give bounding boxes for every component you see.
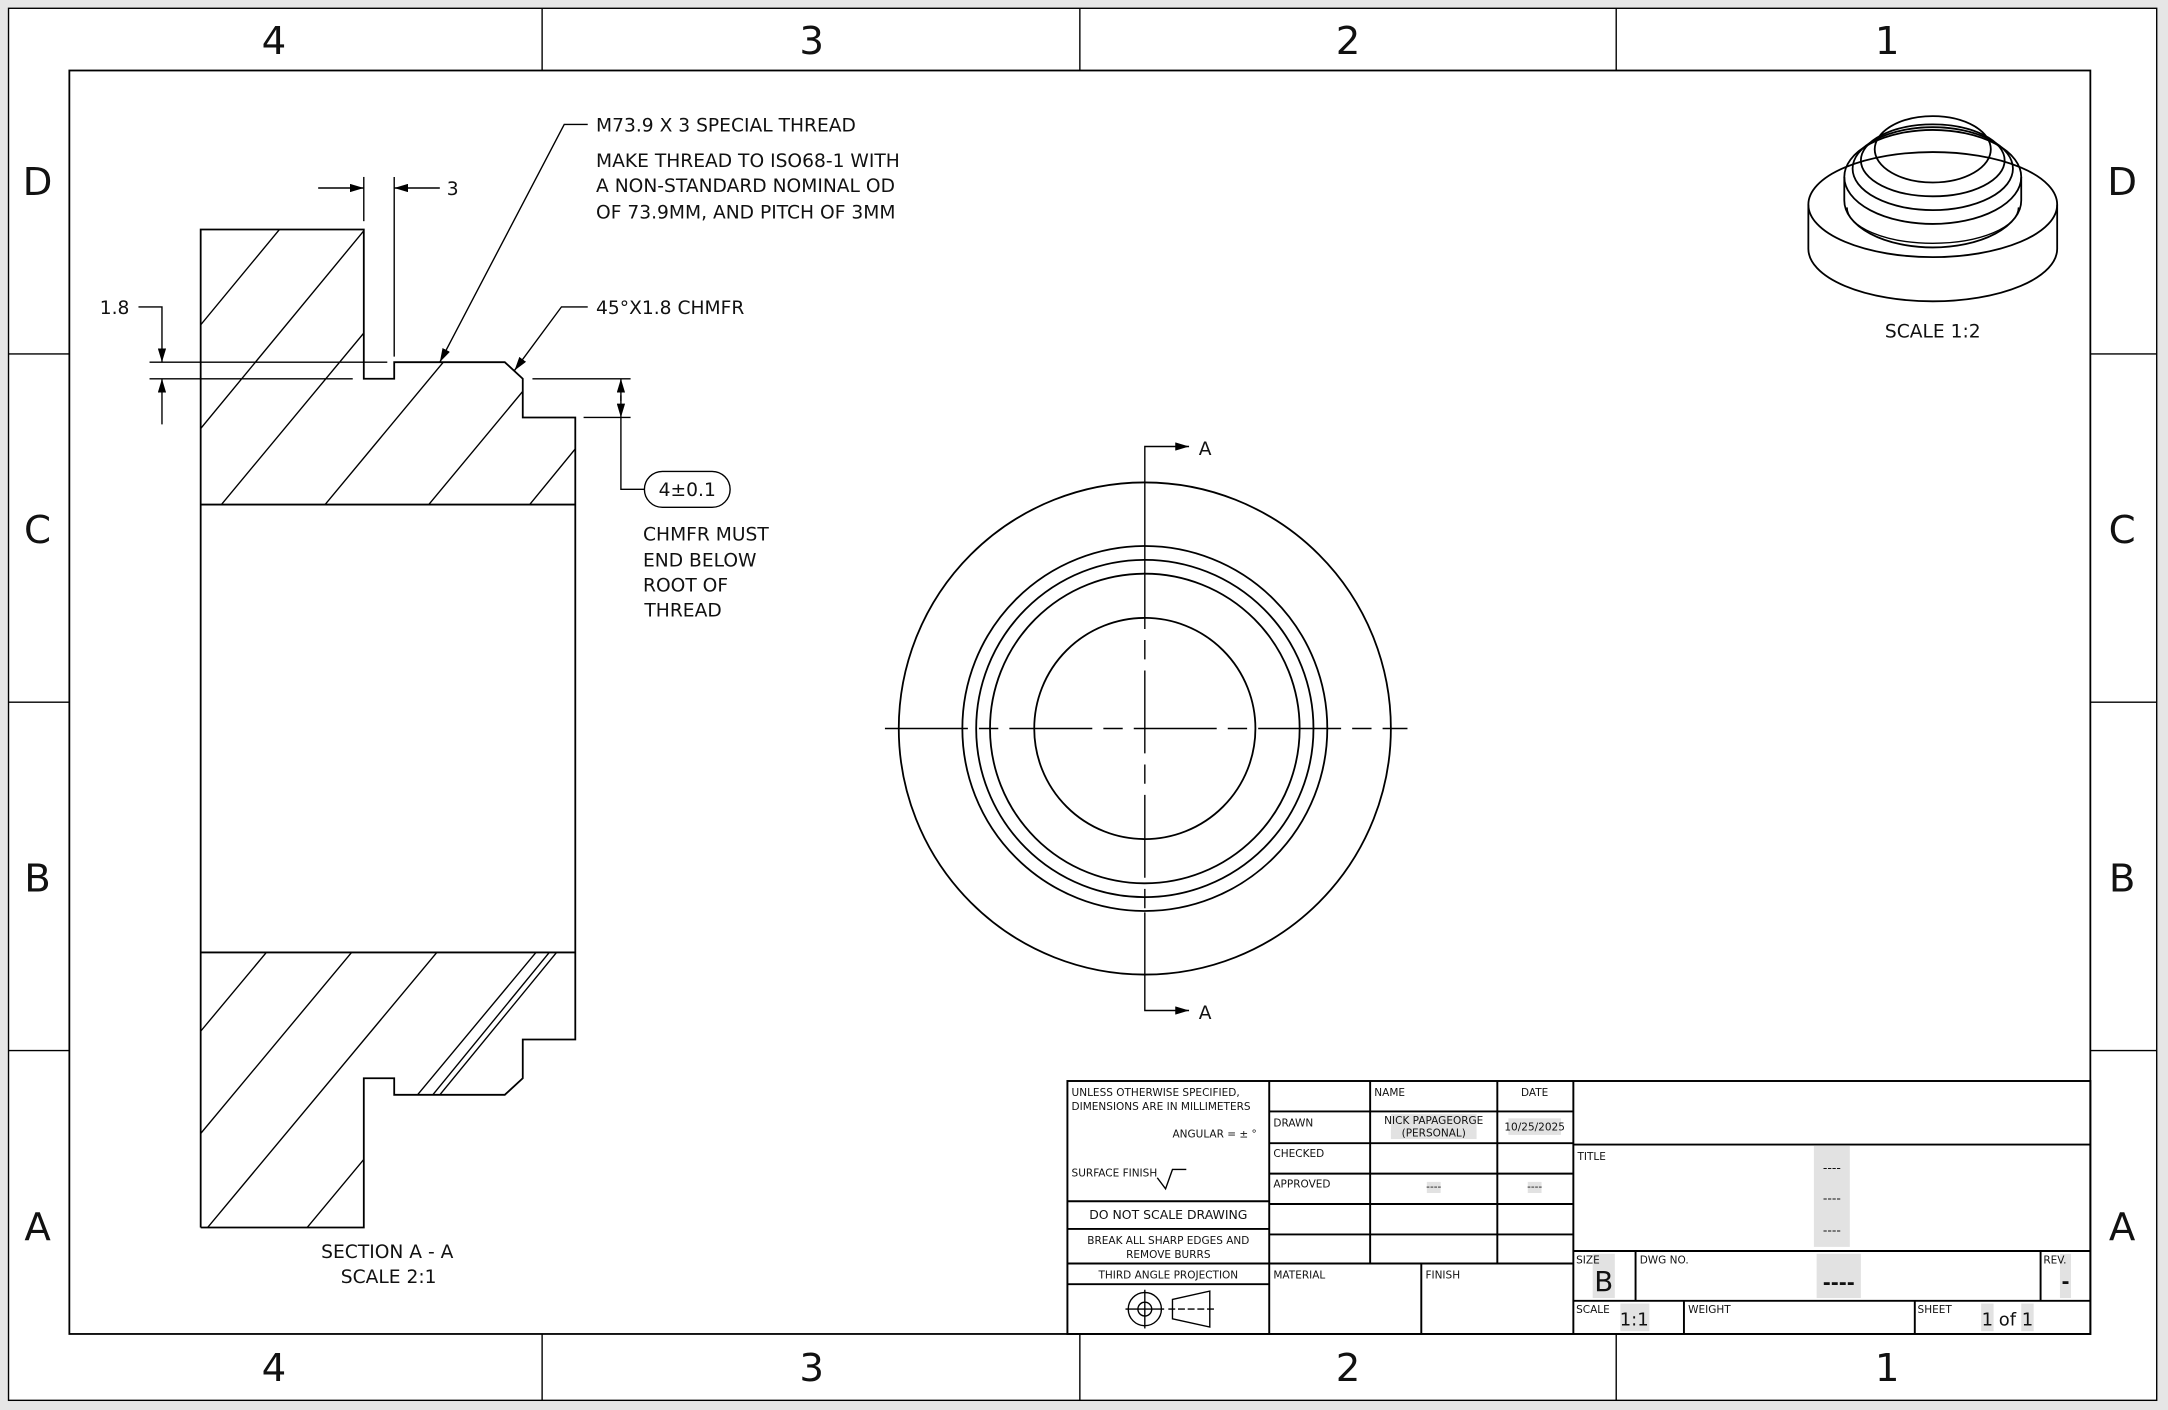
section-view: 3 1.8 M73.9 X 3 SPECIAL THREAD MAKE THRE… [100, 115, 900, 1287]
sheet-border [7, 7, 2158, 1402]
tb-title-line: ---- [1823, 1222, 1841, 1237]
chamfer-callout: 45°X1.8 CHMFR [596, 298, 744, 319]
tb-projection: THIRD ANGLE PROJECTION [1097, 1270, 1238, 1282]
zone-col-2: 2 [1336, 19, 1361, 64]
tb-name-header: NAME [1374, 1087, 1405, 1099]
zone-col-1: 1 [1875, 19, 1900, 64]
tb-title-label: TITLE [1577, 1151, 1606, 1163]
chamfer-note-line: THREAD [643, 601, 721, 622]
tb-title-line: ---- [1823, 1160, 1841, 1175]
tb-sheet-label: SHEET [1918, 1304, 1953, 1316]
zone-row-a: A [24, 1205, 51, 1250]
tb-size-value: B [1594, 1265, 1613, 1298]
zone-row-b: B [24, 857, 51, 902]
chamfer-note-line: CHMFR MUST [643, 524, 769, 545]
zone-col-1-bottom: 1 [1875, 1346, 1900, 1391]
zone-col-3: 3 [799, 19, 824, 64]
tb-break-edges: BREAK ALL SHARP EDGES AND [1087, 1235, 1249, 1247]
section-label: SECTION A - A [321, 1242, 453, 1263]
tb-approved-label: APPROVED [1273, 1178, 1330, 1190]
zone-row-d-right: D [2107, 160, 2137, 205]
isometric-view: SCALE 1:2 [1807, 115, 2059, 342]
tb-dwg-no-value: ---- [1823, 1272, 1855, 1295]
surface-finish-icon [1156, 1168, 1187, 1191]
basic-dim-box [643, 470, 731, 509]
zone-row-c-right: C [2109, 508, 2136, 553]
chamfer-note-line: END BELOW [643, 551, 757, 572]
tb-scale-label: SCALE [1576, 1304, 1610, 1316]
dim-thread-depth: 1.8 [100, 298, 130, 319]
zone-row-c: C [24, 508, 51, 553]
tb-checked-label: CHECKED [1273, 1148, 1324, 1160]
dim-basic: 4±0.1 [659, 480, 716, 501]
section-marker-top: A [1199, 439, 1212, 460]
thread-callout: M73.9 X 3 SPECIAL THREAD [596, 115, 856, 136]
tb-angular: ANGULAR = ± ° [1172, 1129, 1256, 1141]
zone-col-4-bottom: 4 [262, 1346, 287, 1391]
tb-surface-finish: SURFACE FINISH [1072, 1167, 1158, 1179]
zone-col-3-bottom: 3 [799, 1346, 824, 1391]
thread-note-line: MAKE THREAD TO ISO68-1 WITH [596, 151, 900, 172]
zone-col-4: 4 [262, 19, 287, 64]
tb-weight-label: WEIGHT [1688, 1304, 1731, 1316]
thread-note-line: A NON-STANDARD NOMINAL OD [596, 176, 895, 197]
chamfer-note-line: ROOT OF [643, 576, 728, 597]
zone-row-b-right: B [2109, 857, 2136, 902]
tb-finish-label: FINISH [1425, 1270, 1460, 1282]
tb-do-not-scale: DO NOT SCALE DRAWING [1089, 1207, 1247, 1222]
tb-approved-date: ---- [1527, 1181, 1542, 1193]
tb-sheet-value: 1 of 1 [1982, 1310, 2034, 1331]
title-block: UNLESS OTHERWISE SPECIFIED, DIMENSIONS A… [1066, 1080, 2092, 1335]
zone-dividers [8, 8, 2157, 1401]
tb-date-header: DATE [1521, 1087, 1548, 1099]
tb-scale-value: 1:1 [1620, 1310, 1649, 1331]
tb-note-line: DIMENSIONS ARE IN MILLIMETERS [1072, 1101, 1251, 1113]
hatch-bottom [200, 952, 576, 1228]
tb-drawn-date: 10/25/2025 [1504, 1122, 1565, 1134]
zone-row-a-right: A [2109, 1205, 2136, 1250]
third-angle-projection-icon [1125, 1289, 1214, 1329]
tb-drawn-label: DRAWN [1273, 1118, 1313, 1130]
zone-col-2-bottom: 2 [1336, 1346, 1361, 1391]
zone-labels: 4 3 2 1 4 3 2 1 D C B A D C B A [23, 19, 2137, 1391]
tb-break-edges: REMOVE BURRS [1126, 1249, 1211, 1261]
tb-material-label: MATERIAL [1273, 1270, 1325, 1282]
tb-size-label: SIZE [1576, 1254, 1600, 1266]
front-view: A A [884, 439, 1408, 1024]
tb-rev-label: REV. [2043, 1254, 2066, 1266]
tb-dwg-no-label: DWG NO. [1640, 1254, 1689, 1266]
thread-note-line: OF 73.9MM, AND PITCH OF 3MM [596, 202, 895, 223]
tb-note-line: UNLESS OTHERWISE SPECIFIED, [1072, 1087, 1240, 1099]
iso-scale: SCALE 1:2 [1885, 321, 1981, 342]
dim-groove-width: 3 [447, 179, 459, 200]
tb-drawn-name: NICK PAPAGEORGE [1384, 1115, 1483, 1127]
zone-row-d: D [23, 160, 53, 205]
tb-rev-value: - [2061, 1270, 2069, 1293]
tb-approved-name: ---- [1426, 1181, 1441, 1193]
section-scale: SCALE 2:1 [341, 1267, 437, 1288]
tb-drawn-name: (PERSONAL) [1402, 1127, 1466, 1139]
section-marker-bottom: A [1199, 1003, 1212, 1024]
tb-title-line: ---- [1823, 1191, 1841, 1206]
